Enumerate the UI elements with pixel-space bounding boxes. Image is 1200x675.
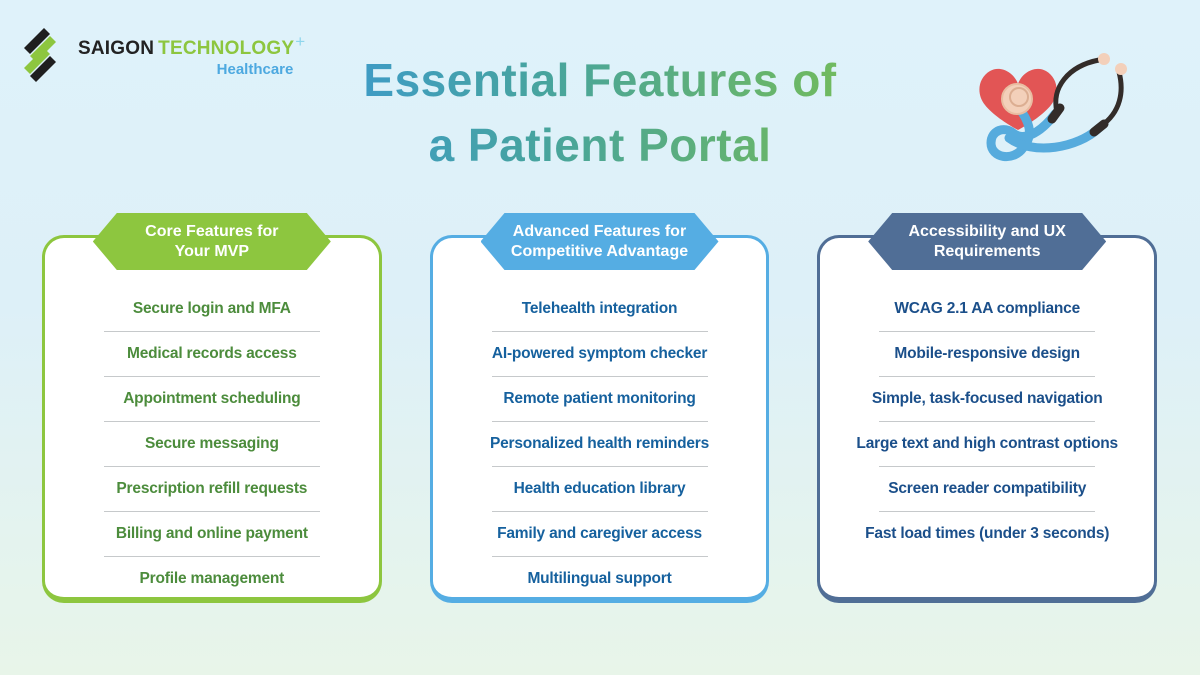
card-header-badge-advanced: Advanced Features for Competitive Advant… [481,213,719,270]
feature-list-core: Secure login and MFA Medical records acc… [45,238,379,601]
feature-item: Telehealth integration [521,300,678,317]
logo-tagline: Healthcare [216,61,294,78]
feature-item: Large text and high contrast options [856,435,1118,452]
badge-line-2: Your MVP [174,242,250,260]
saigon-technology-logo-icon [24,28,56,82]
item-divider [879,511,1096,512]
item-divider [491,331,708,332]
feature-list-advanced: Telehealth integration AI-powered sympto… [433,238,767,601]
feature-item: Fast load times (under 3 seconds) [865,525,1110,542]
card-accessibility-ux: Accessibility and UX Requirements WCAG 2… [817,235,1158,603]
plus-icon: + [295,32,306,51]
item-divider [879,331,1096,332]
feature-item: Profile management [139,570,285,587]
feature-item: WCAG 2.1 AA compliance [894,300,1081,317]
card-header-badge-accessibility: Accessibility and UX Requirements [868,213,1106,270]
badge-line-1: Core Features for [145,222,279,240]
badge-line-1: Advanced Features for [512,222,687,240]
feature-item: Mobile-responsive design [894,345,1080,362]
feature-item: Screen reader compatibility [888,480,1087,497]
item-divider [103,466,320,467]
feature-item: Health education library [513,480,686,497]
page-title-line-1: Essential Features of [363,54,837,106]
card-core-features: Core Features for Your MVP Secure login … [42,235,382,603]
feature-columns: Core Features for Your MVP Secure login … [42,235,1158,603]
item-divider [491,376,708,377]
item-divider [103,556,320,557]
badge-line-2: Requirements [933,242,1041,260]
feature-item: AI-powered symptom checker [491,345,708,362]
card-header-badge-core: Core Features for Your MVP [93,213,331,270]
badge-line-2: Competitive Advantage [510,242,689,260]
item-divider [879,376,1096,377]
page-title-text: Essential Features of a Patient Portal [363,48,836,179]
feature-item: Multilingual support [527,570,672,587]
item-divider [491,466,708,467]
item-divider [103,421,320,422]
feature-item: Personalized health reminders [489,435,710,452]
feature-item: Family and caregiver access [497,525,702,542]
item-divider [103,511,320,512]
item-divider [491,511,708,512]
heart-stethoscope-illustration [979,53,1127,162]
feature-item: Prescription refill requests [116,480,308,497]
stethoscope-icon [986,53,1127,162]
badge-line-1: Accessibility and UX [908,222,1066,240]
feature-item: Medical records access [127,345,297,362]
page-title-line-2: a Patient Portal [428,119,772,172]
item-divider [491,556,708,557]
feature-item: Secure messaging [144,435,279,452]
feature-item: Remote patient monitoring [503,390,696,407]
item-divider [879,421,1096,422]
feature-item: Billing and online payment [115,525,308,542]
logo-brand-secondary: TECHNOLOGY [158,38,295,59]
feature-list-accessibility: WCAG 2.1 AA compliance Mobile-responsive… [820,238,1154,556]
logo-brand-primary: SAIGON [78,38,155,59]
item-divider [103,376,320,377]
item-divider [491,421,708,422]
feature-item: Secure login and MFA [132,300,291,317]
item-divider [879,466,1096,467]
feature-item: Simple, task-focused navigation [871,390,1103,407]
feature-item: Appointment scheduling [123,390,301,407]
item-divider [103,331,320,332]
card-advanced-features: Advanced Features for Competitive Advant… [429,235,770,603]
